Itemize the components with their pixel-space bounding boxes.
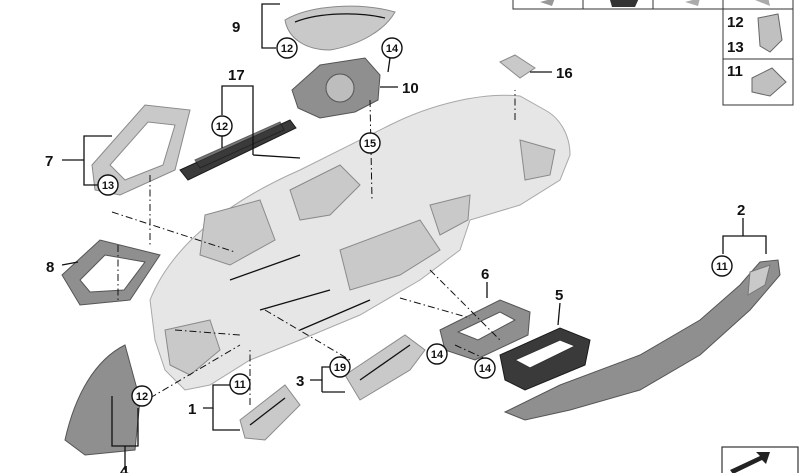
circled-15: 15 bbox=[359, 132, 381, 154]
parts-table: 12 13 11 bbox=[512, 0, 794, 106]
part-6-frame bbox=[439, 299, 531, 361]
part-3-holder bbox=[344, 334, 426, 401]
circled-19: 19 bbox=[329, 356, 351, 378]
corner-symbol bbox=[721, 446, 799, 473]
table-cell bbox=[722, 0, 794, 10]
part-10-bracket bbox=[291, 57, 381, 119]
callout-4: 4 bbox=[120, 463, 129, 473]
svg-text:12: 12 bbox=[216, 121, 228, 133]
callout-2: 2 bbox=[737, 202, 745, 219]
svg-text:13: 13 bbox=[102, 180, 114, 192]
dashboard-carrier bbox=[149, 94, 571, 391]
part-9-grille bbox=[284, 5, 396, 51]
svg-text:15: 15 bbox=[364, 138, 376, 150]
part-8-trim bbox=[61, 239, 161, 306]
circled-12-cover: 12 bbox=[131, 385, 153, 407]
circled-14-top: 14 bbox=[381, 37, 403, 59]
callout-16: 16 bbox=[556, 65, 573, 82]
svg-text:11: 11 bbox=[716, 261, 728, 273]
callout-6: 6 bbox=[481, 266, 489, 283]
callout-5: 5 bbox=[555, 287, 563, 304]
table-label-13: 13 bbox=[727, 39, 744, 56]
part-4-cover bbox=[64, 344, 141, 456]
svg-text:12: 12 bbox=[281, 43, 293, 55]
circled-12-top: 12 bbox=[276, 37, 298, 59]
circled-13: 13 bbox=[97, 174, 119, 196]
svg-text:14: 14 bbox=[479, 363, 492, 375]
svg-text:14: 14 bbox=[386, 43, 399, 55]
part-7-trim bbox=[91, 104, 191, 196]
circled-12-rail: 12 bbox=[211, 115, 233, 137]
callout-8: 8 bbox=[46, 259, 54, 276]
part-5-frame bbox=[499, 327, 591, 391]
svg-text:14: 14 bbox=[431, 349, 444, 361]
callout-10: 10 bbox=[402, 80, 419, 97]
callout-1: 1 bbox=[188, 401, 196, 418]
svg-text:12: 12 bbox=[136, 391, 148, 403]
callout-9: 9 bbox=[232, 19, 240, 36]
circled-11-strip: 11 bbox=[711, 255, 733, 277]
part-2-trim-strip bbox=[503, 259, 781, 421]
callout-7: 7 bbox=[45, 153, 53, 170]
callout-3: 3 bbox=[296, 373, 304, 390]
table-label-11: 11 bbox=[727, 63, 743, 80]
circled-11-bracket: 11 bbox=[229, 373, 251, 395]
callout-17: 17 bbox=[228, 67, 245, 84]
svg-text:19: 19 bbox=[334, 362, 346, 374]
table-label-12: 12 bbox=[727, 14, 744, 31]
part-17-rail bbox=[179, 119, 297, 181]
circled-14-frame: 14 bbox=[474, 357, 496, 379]
svg-text:11: 11 bbox=[234, 379, 246, 391]
part-number-labels: 9 17 10 16 7 8 2 6 5 3 1 4 bbox=[45, 19, 745, 473]
circled-14-holder: 14 bbox=[426, 343, 448, 365]
part-16-small-grille bbox=[499, 54, 536, 79]
circled-callouts: 12 14 12 15 13 11 19 14 bbox=[97, 37, 733, 407]
part-1-bracket bbox=[239, 384, 301, 441]
